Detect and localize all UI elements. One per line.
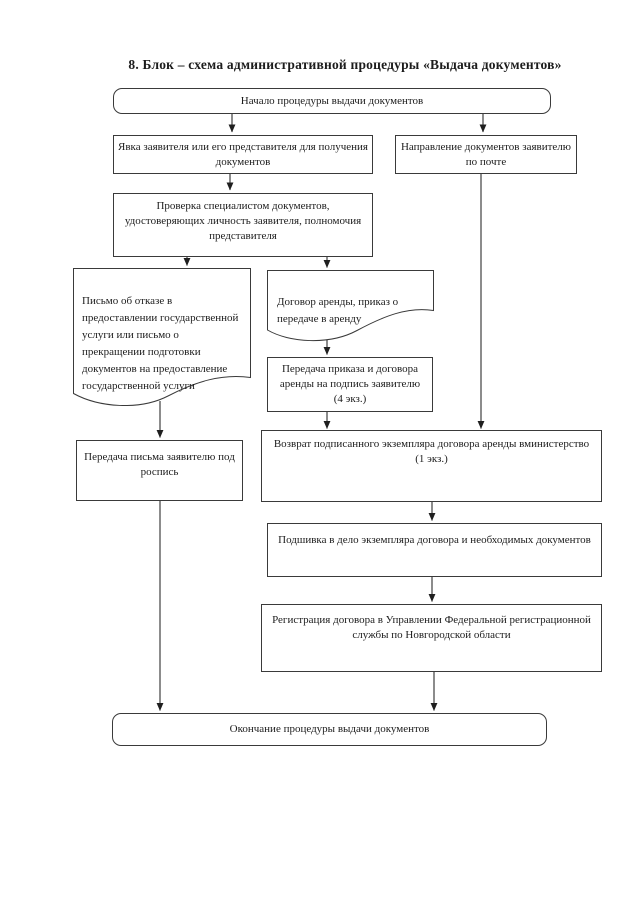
node-label: Окончание процедуры выдачи документов <box>229 723 430 735</box>
flowchart-node-refusal-letter: Письмо об отказе в предоставлении госуда… <box>82 276 242 395</box>
node-label: Явка заявителя или его представителя для… <box>118 140 368 168</box>
document-shape-refusal-letter <box>73 268 251 407</box>
node-label: Начало процедуры выдачи документов <box>240 94 424 107</box>
document-shape-lease-contract <box>267 270 434 342</box>
flowchart-node-end: Окончание процедуры выдачи документов <box>112 713 547 746</box>
flowchart-node-registration: Регистрация договора в Управлении Федера… <box>261 604 602 672</box>
flowchart-node-start: Начало процедуры выдачи документов <box>113 88 551 114</box>
node-label: Передача приказа и договора аренды на по… <box>279 363 421 405</box>
node-label: Регистрация договора в Управлении Федера… <box>272 614 591 641</box>
flowchart-node-mail: Направление документов заявителю по почт… <box>395 135 577 174</box>
node-label: Договор аренды, приказ о передаче в арен… <box>277 296 399 325</box>
flowchart-node-return-signed: Возврат подписанного экземпляра договора… <box>261 430 602 502</box>
page-title: 8. Блок – схема административной процеду… <box>128 57 562 72</box>
node-label: Направление документов заявителю по почт… <box>400 140 572 168</box>
node-label: Подшивка в дело экземпляра договора и не… <box>278 534 591 546</box>
flowchart-node-filing: Подшивка в дело экземпляра договора и не… <box>267 523 602 577</box>
flowchart-node-appearance: Явка заявителя или его представителя для… <box>113 135 373 174</box>
node-label: Возврат подписанного экземпляра договора… <box>273 438 590 465</box>
node-label: Проверка специалистом документов, удосто… <box>124 200 362 242</box>
flowchart-node-lease-contract: Договор аренды, приказ о передаче в арен… <box>277 277 429 328</box>
flowchart-node-letter-handover: Передача письма заявителю под роспись <box>76 440 243 501</box>
node-label: Передача письма заявителю под роспись <box>84 451 235 478</box>
node-label: Письмо об отказе в предоставлении госуда… <box>82 295 239 392</box>
flowchart-node-sign-transfer: Передача приказа и договора аренды на по… <box>267 357 433 412</box>
flowchart-node-check: Проверка специалистом документов, удосто… <box>113 193 373 257</box>
